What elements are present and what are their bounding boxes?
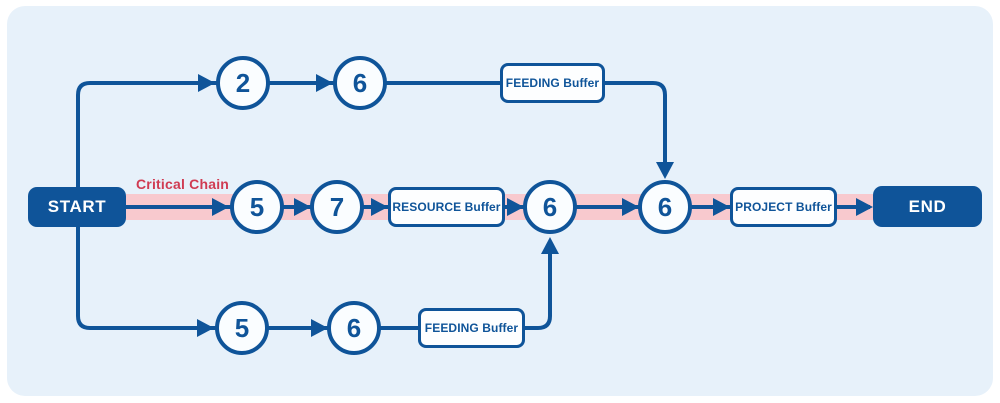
arrowhead-feeding-bottom-merge [541, 237, 559, 254]
arrowhead-to-resource-buffer [371, 198, 388, 216]
task-node-critical-2: 7 [310, 180, 364, 234]
edge-bottom-branch [76, 226, 418, 330]
edge-feeding-bottom-merge [525, 254, 552, 330]
task-node-critical-1: 5 [230, 180, 284, 234]
arrowhead-to-project-buffer [713, 198, 730, 216]
task-node-top-1: 2 [216, 56, 270, 110]
arrowhead-to-top-task-2 [198, 74, 215, 92]
task-node-critical-4: 6 [638, 180, 692, 234]
task-node-critical-3: 6 [523, 180, 577, 234]
critical-chain-label: Critical Chain [136, 176, 230, 192]
task-node-top-2: 6 [333, 56, 387, 110]
arrowhead-to-critical-task-7 [294, 198, 311, 216]
task-node-bottom-1: 5 [215, 301, 269, 355]
feeding-buffer-bottom: FEEDING Buffer [418, 308, 525, 348]
arrowhead-to-critical-task-5 [212, 198, 229, 216]
task-node-bottom-2: 6 [327, 301, 381, 355]
project-buffer: PROJECT Buffer [730, 187, 837, 227]
resource-buffer: RESOURCE Buffer [388, 187, 505, 227]
feeding-buffer-top: FEEDING Buffer [500, 63, 605, 103]
arrowhead-to-critical-task-6b [622, 198, 639, 216]
end-node: END [873, 186, 982, 227]
arrowhead-to-bottom-task-6 [311, 319, 328, 337]
arrowhead-feeding-top-merge [656, 162, 674, 179]
arrowhead-to-top-task-6 [316, 74, 333, 92]
edge-feeding-top-merge [605, 81, 667, 163]
edge-top-branch [76, 81, 500, 188]
arrowhead-to-end [856, 198, 873, 216]
arrowhead-to-bottom-task-5 [197, 319, 214, 337]
start-node: START [28, 187, 126, 227]
arrowhead-to-critical-task-6a [507, 198, 524, 216]
